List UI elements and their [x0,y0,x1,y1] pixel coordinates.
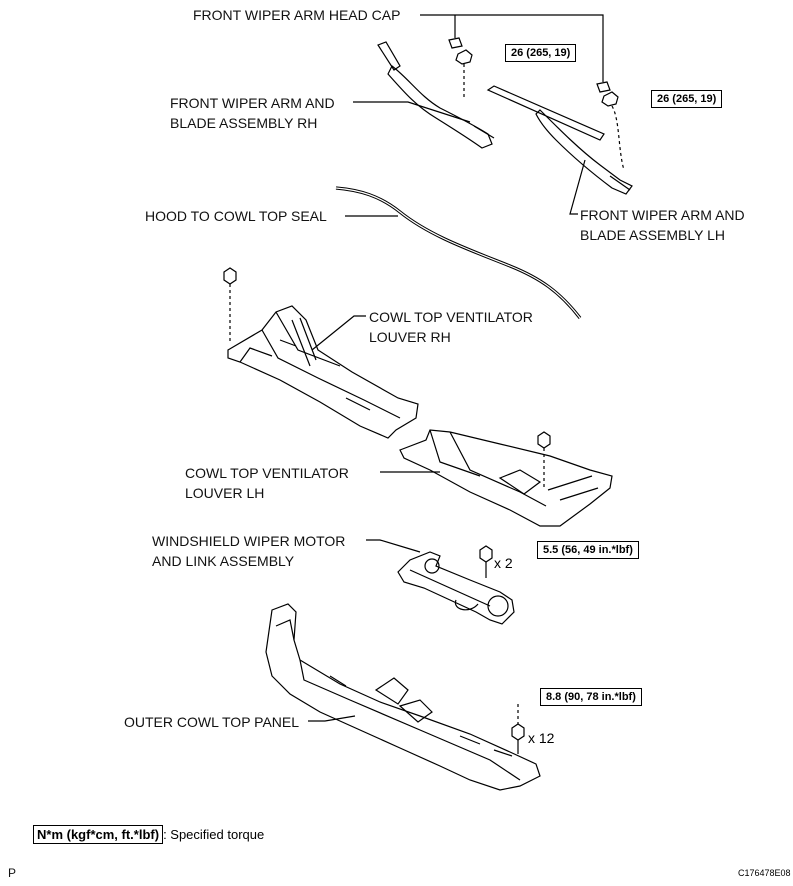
wiper-arm-head-cap-rh [448,37,463,49]
label-cowl-louver-lh-line1: COWL TOP VENTILATOR [185,465,349,481]
qty-panel-bolt: x 12 [528,730,555,746]
wiper-nut-rh [455,49,473,98]
label-wiper-arm-head-cap: FRONT WIPER ARM HEAD CAP [193,7,401,23]
motor-bolt [479,545,493,578]
label-wiper-arm-lh-line1: FRONT WIPER ARM AND [580,207,745,223]
label-wiper-motor-line1: WINDSHIELD WIPER MOTOR [152,533,346,549]
panel-bolt [511,704,525,754]
label-hood-to-cowl-seal: HOOD TO COWL TOP SEAL [145,208,327,224]
torque-panel-bolt: 8.8 (90, 78 in.*lbf) [540,688,642,706]
label-wiper-motor-line2: AND LINK ASSEMBLY [152,553,295,569]
label-wiper-arm-rh-line2: BLADE ASSEMBLY RH [170,115,318,131]
hood-to-cowl-seal [335,186,582,319]
label-cowl-louver-lh-line2: LOUVER LH [185,485,265,501]
wiper-nut-lh [601,91,625,171]
legend-text: : Specified torque [163,827,265,842]
label-outer-cowl-top-panel: OUTER COWL TOP PANEL [124,714,300,730]
legend-torque-box: N*m (kgf*cm, ft.*lbf) [33,825,164,844]
label-wiper-arm-rh-line1: FRONT WIPER ARM AND [170,95,335,111]
torque-nut-lh: 26 (265, 19) [651,90,723,108]
legend: N*m (kgf*cm, ft.*lbf): Specified torque [33,825,265,844]
torque-nut-rh: 26 (265, 19) [505,44,577,62]
label-cowl-louver-rh-line2: LOUVER RH [369,329,451,345]
cowl-louver-rh [227,305,419,439]
torque-motor-bolt: 5.5 (56, 49 in.*lbf) [537,541,639,559]
clip-louver-rh [223,267,237,342]
outer-cowl-top-panel [265,603,541,791]
illustration-code: C176478E08 [738,868,791,878]
leader-lines [308,14,604,722]
wiper-arm-lh [486,85,633,195]
footer-left-mark: P [8,866,17,880]
label-wiper-arm-lh-line2: BLADE ASSEMBLY LH [580,227,725,243]
wiper-arm-rh [377,41,495,149]
cowl-louver-lh [399,429,613,527]
wiper-motor-link-assembly [397,551,515,625]
qty-motor-bolt: x 2 [494,555,513,571]
wiper-arm-head-cap-lh [596,81,611,93]
label-cowl-louver-rh-line1: COWL TOP VENTILATOR [369,309,533,325]
